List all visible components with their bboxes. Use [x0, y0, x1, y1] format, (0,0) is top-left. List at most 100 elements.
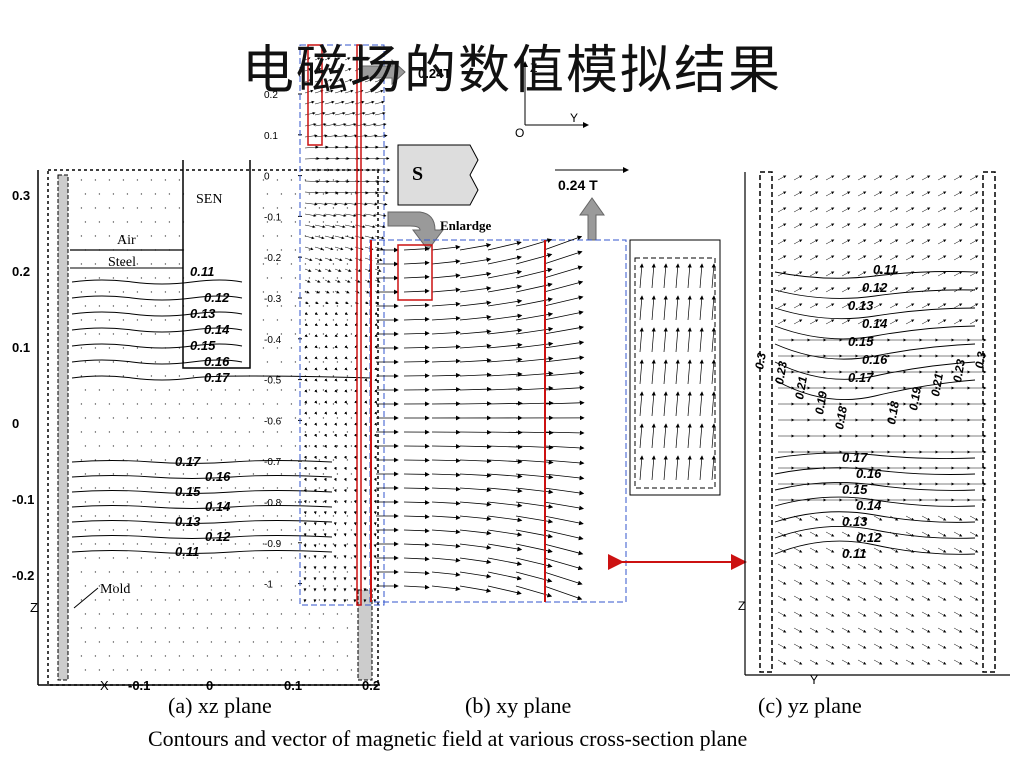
vector-arrow	[374, 334, 378, 338]
vector-dot	[332, 319, 335, 321]
vector-dot	[294, 501, 297, 503]
vector-arrow	[344, 411, 348, 415]
vector-arrow	[921, 595, 931, 601]
vector-arrow	[487, 269, 523, 279]
vector-dot	[308, 473, 311, 475]
vector-arrow	[334, 78, 343, 83]
vector-arrow	[304, 123, 317, 127]
vector-arrow	[403, 528, 430, 534]
vector-arrow	[937, 563, 947, 569]
vector-dot	[108, 599, 111, 601]
vector-arrow	[873, 563, 883, 569]
vector-arrow	[459, 372, 492, 378]
vector-dot	[350, 249, 353, 251]
vector-arrow	[344, 389, 348, 393]
vector-arrow	[304, 134, 318, 138]
vector-dot	[308, 669, 311, 671]
vector-dot	[112, 557, 115, 559]
vector-arrow	[324, 78, 333, 83]
vector-arrow	[303, 444, 307, 449]
vector-dot	[140, 305, 143, 307]
vector-arrow	[324, 290, 330, 294]
vector-arrow	[353, 444, 357, 449]
vector-dot	[220, 599, 223, 601]
vector-arrow	[889, 643, 899, 649]
vector-dot	[178, 235, 181, 237]
air-label: Air	[117, 233, 136, 248]
vector-arrow	[314, 400, 318, 404]
vector-dot	[280, 529, 283, 531]
vector-dot	[182, 501, 185, 503]
vector-arrow	[873, 191, 883, 197]
vector-arrow	[363, 466, 367, 471]
vector-dot	[84, 557, 87, 559]
vector-arrow	[431, 543, 461, 549]
vector-dot	[98, 417, 101, 419]
vector-arrow	[403, 345, 430, 350]
vector-dot	[234, 599, 237, 601]
vector-dot	[182, 417, 185, 419]
vector-arrow	[374, 179, 390, 183]
vector-arrow	[364, 411, 368, 415]
vector-arrow	[793, 547, 803, 553]
vector-arrow	[324, 301, 329, 305]
vector-arrow	[334, 191, 349, 195]
vector-dot	[182, 557, 185, 559]
vector-arrow	[809, 207, 819, 213]
vector-dot	[224, 613, 227, 615]
vector-arrow	[324, 111, 336, 116]
vector-arrow	[921, 579, 931, 585]
vector-dot	[322, 501, 325, 503]
vector-dot	[182, 389, 185, 391]
vector-arrow	[324, 323, 328, 326]
vector-dot	[308, 305, 311, 307]
vector-arrow	[793, 563, 803, 569]
vector-dot	[168, 613, 171, 615]
vector-arrow	[324, 246, 334, 251]
vector-arrow	[304, 345, 308, 349]
vector-arrow	[711, 359, 716, 385]
vector-arrow	[777, 303, 787, 309]
vector-arrow	[487, 543, 523, 552]
vector-arrow	[314, 356, 318, 360]
vector-dot	[84, 501, 87, 503]
vector-dot	[108, 347, 111, 349]
vector-dot	[346, 431, 349, 433]
vector-arrow	[905, 303, 915, 309]
vector-dot	[150, 207, 153, 209]
vector-dot	[332, 655, 335, 657]
vector-dot	[210, 501, 213, 503]
vector-dot	[164, 571, 167, 573]
vector-arrow	[953, 659, 963, 665]
vector-arrow	[543, 585, 583, 601]
vector-arrow	[313, 455, 317, 460]
vector-arrow	[969, 595, 979, 601]
vector-dot	[150, 319, 153, 321]
vector-arrow	[334, 123, 347, 127]
vector-arrow	[953, 223, 963, 229]
vector-dot	[262, 655, 265, 657]
vector-arrow	[663, 391, 668, 417]
vector-dot	[150, 459, 153, 461]
vector-arrow	[889, 547, 899, 553]
vector-dot	[248, 487, 251, 489]
vector-arrow	[324, 356, 328, 360]
vector-dot	[196, 529, 199, 531]
vector-arrow	[873, 627, 883, 633]
vector-arrow	[515, 356, 554, 363]
vector-dot	[168, 501, 171, 503]
vector-arrow	[459, 286, 492, 293]
vector-arrow	[515, 459, 554, 465]
vector-arrow	[515, 238, 553, 251]
vector-arrow	[314, 345, 318, 349]
vector-arrow	[431, 515, 461, 520]
vector-arrow	[363, 499, 367, 504]
y-tick-label: -1	[264, 580, 273, 591]
vector-dot	[136, 655, 139, 657]
vector-arrow	[334, 213, 347, 217]
contour-label: 0.11	[190, 264, 214, 279]
vector-arrow	[403, 542, 430, 548]
vector-arrow	[487, 487, 523, 494]
y-tick-label: -0.1	[264, 212, 282, 223]
vector-arrow	[334, 202, 348, 206]
